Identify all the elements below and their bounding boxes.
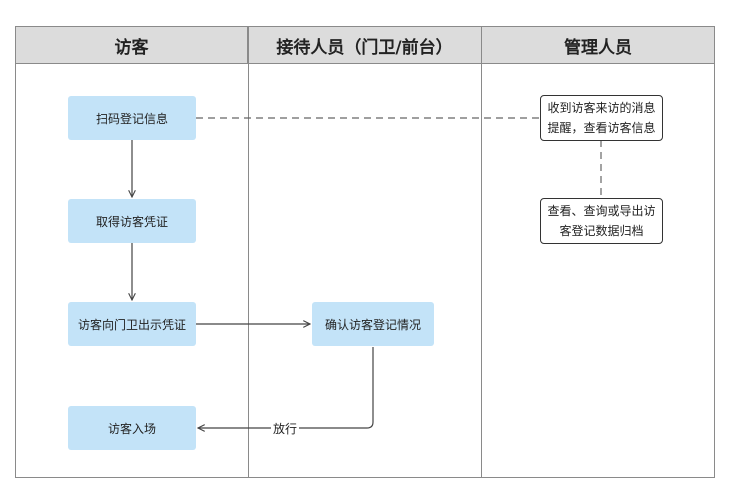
node-admin-notify: 收到访客来访的消息 提醒，查看访客信息 [540,95,663,141]
node-admin-export-line2: 客登记数据归档 [559,224,644,238]
node-scan-register: 扫码登记信息 [68,96,196,140]
arrow-confirm-enter [198,347,374,428]
edge-label-release: 放行 [271,420,300,437]
node-show-credential: 访客向门卫出示凭证 [68,302,196,346]
node-admin-notify-line2: 提醒，查看访客信息 [547,121,656,135]
node-visitor-enter: 访客入场 [68,406,196,450]
lane-divider-1 [248,26,249,478]
node-admin-export: 查看、查询或导出访 客登记数据归档 [540,198,663,244]
node-admin-notify-line1: 收到访客来访的消息 [547,101,656,115]
node-admin-export-line1: 查看、查询或导出访 [547,204,656,218]
node-confirm-registration: 确认访客登记情况 [312,302,434,346]
lane-header-visitor: 访客 [15,26,248,64]
node-get-credential: 取得访客凭证 [68,199,196,243]
lane-divider-2 [481,26,482,478]
lane-header-reception: 接待人员（门卫/前台） [248,26,481,64]
lane-header-admin: 管理人员 [481,26,715,64]
